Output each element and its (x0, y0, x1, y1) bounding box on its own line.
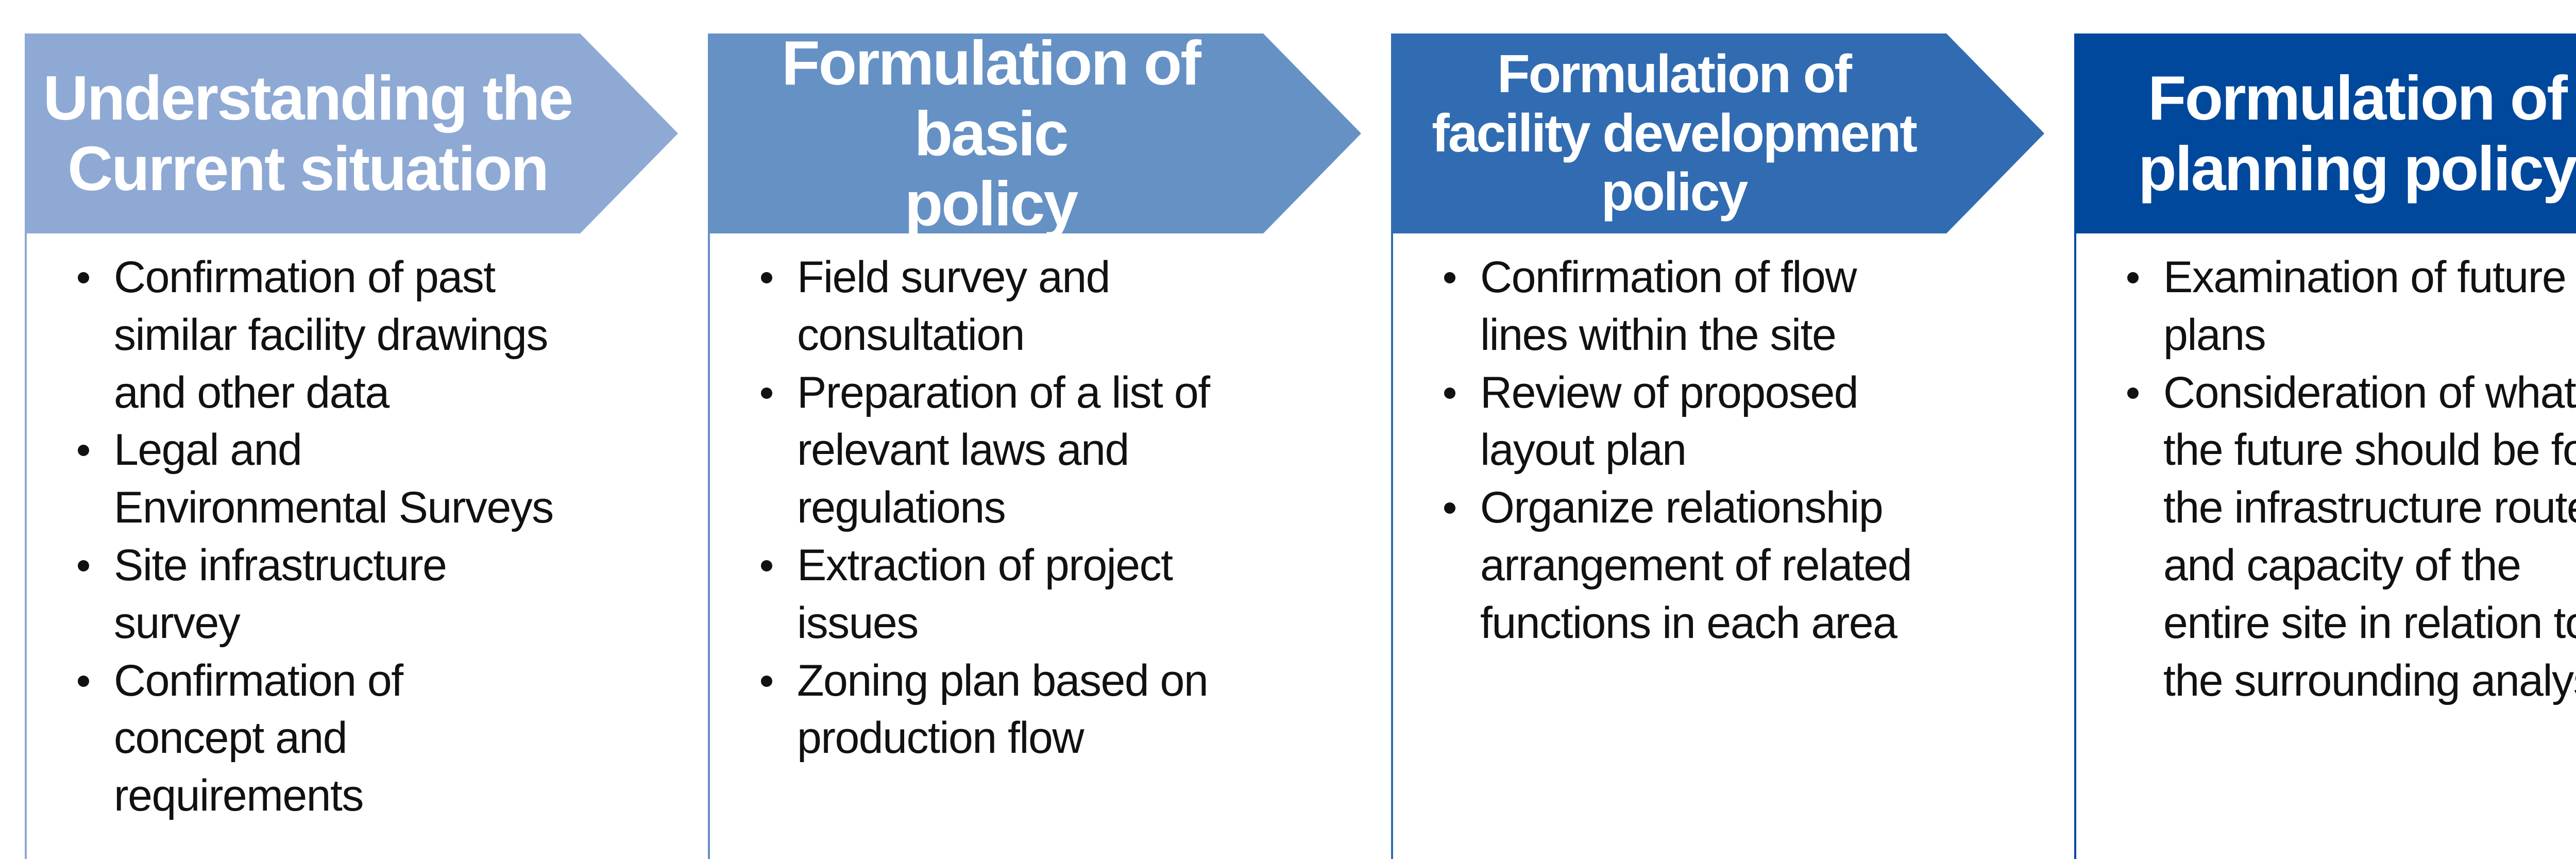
step-bullet-list: Field survey and consultation Preparatio… (708, 249, 1391, 859)
process-step-column-formulation-of-planning-policy: Formulation of planning policy Examinati… (2074, 0, 2576, 859)
bullet-item: Examination of future plans (2127, 249, 2576, 364)
step-title: Understanding the Current situation (43, 63, 572, 204)
bullet-dot-icon (2127, 272, 2139, 283)
bullet-text: Extraction of project issues (797, 540, 1173, 648)
bullet-item: Review of proposed layout plan (1444, 364, 2065, 480)
bullet-item: Legal and Environmental Surveys (78, 422, 699, 537)
bullet-text: Review of proposed layout plan (1480, 367, 1859, 475)
bullet-dot-icon (78, 675, 89, 687)
bullet-text: Field survey and consultation (797, 252, 1110, 360)
step-bullet-list: Confirmation of past similar facility dr… (25, 249, 708, 859)
bullet-text: Confirmation of concept and requirements (114, 655, 403, 821)
bullet-dot-icon (761, 272, 772, 283)
bullet-dot-icon (761, 560, 772, 571)
bullet-item: Field survey and consultation (761, 249, 1382, 364)
bullet-dot-icon (2127, 387, 2139, 399)
step-bullet-list: Examination of future plans Consideratio… (2074, 249, 2576, 859)
bullet-dot-icon (761, 387, 772, 399)
bullet-text: Consideration of what the future should … (2163, 367, 2576, 705)
step-arrow-header: Understanding the Current situation (25, 33, 678, 233)
bullet-text: Site infrastructure survey (114, 540, 447, 648)
bullet-item: Confirmation of flow lines within the si… (1444, 249, 2065, 364)
bullet-item: Zoning plan based on production flow (761, 652, 1382, 768)
step-arrow-header: Formulation of basic policy (708, 33, 1361, 233)
bullet-item: Preparation of a list of relevant laws a… (761, 364, 1382, 537)
bullet-dot-icon (1444, 272, 1455, 283)
bullet-text: Confirmation of flow lines within the si… (1480, 252, 1857, 360)
bullet-item: Confirmation of past similar facility dr… (78, 249, 699, 422)
bullet-item: Organize relationship arrangement of rel… (1444, 479, 2065, 652)
bullet-text: Zoning plan based on production flow (797, 655, 1209, 763)
bullet-dot-icon (761, 675, 772, 687)
step-arrow-header: Formulation of planning policy (2074, 33, 2576, 233)
bullet-item: Site infrastructure survey (78, 537, 699, 652)
bullet-text: Legal and Environmental Surveys (114, 425, 554, 533)
step-arrow-header: Formulation of facility development poli… (1391, 33, 2044, 233)
process-step-columns: Understanding the Current situation Conf… (25, 0, 2576, 859)
process-step-column-formulation-of-basic-policy: Formulation of basic policy Field survey… (708, 0, 1391, 859)
step-title: Formulation of basic policy (782, 28, 1200, 239)
bullet-text: Examination of future plans (2163, 252, 2567, 360)
bullet-dot-icon (78, 272, 89, 283)
bullet-dot-icon (78, 445, 89, 457)
process-step-column-formulation-of-facility-development-policy: Formulation of facility development poli… (1391, 0, 2074, 859)
bullet-item: Confirmation of concept and requirements (78, 652, 699, 825)
bullet-dot-icon (1444, 387, 1455, 399)
bullet-text: Preparation of a list of relevant laws a… (797, 367, 1210, 533)
bullet-text: Organize relationship arrangement of rel… (1480, 483, 1912, 648)
process-step-column-understanding-current-situation: Understanding the Current situation Conf… (25, 0, 708, 859)
bullet-dot-icon (1444, 502, 1455, 514)
step-bullet-list: Confirmation of flow lines within the si… (1391, 249, 2074, 859)
bullet-item: Consideration of what the future should … (2127, 364, 2576, 710)
step-title: Formulation of planning policy (2138, 63, 2576, 204)
bullet-dot-icon (78, 560, 89, 571)
step-title: Formulation of facility development poli… (1432, 44, 1916, 223)
bullet-item: Extraction of project issues (761, 537, 1382, 652)
bullet-text: Confirmation of past similar facility dr… (114, 252, 548, 417)
